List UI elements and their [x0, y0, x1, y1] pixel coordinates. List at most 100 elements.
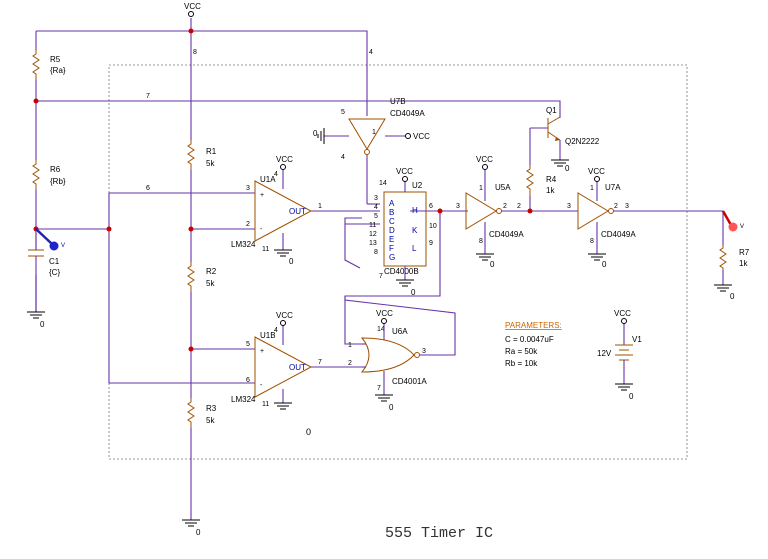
opamp-u1a: U1A LM324 OUT 3 2 4 11 + - VCC 0: [231, 155, 313, 266]
svg-text:8: 8: [479, 238, 483, 245]
svg-text:5: 5: [246, 341, 250, 348]
opamp-u1b: U1B LM324 OUT 5 6 4 11 + - VCC: [231, 311, 313, 410]
svg-text:VCC: VCC: [276, 155, 293, 164]
svg-text:2: 2: [614, 203, 618, 210]
voltage-probe-icon: V: [721, 210, 744, 232]
subcircuit-boundary: [108, 64, 688, 460]
svg-text:F: F: [389, 244, 394, 253]
svg-text:CD4001A: CD4001A: [392, 377, 427, 386]
svg-text:1: 1: [590, 185, 594, 192]
resistor-r7: R7 1k: [719, 245, 750, 270]
inverter-u7b: U7B CD4049A 5 1 4 VCC 0: [313, 97, 430, 161]
svg-text:G: G: [389, 253, 395, 262]
svg-text:11: 11: [262, 246, 269, 253]
svg-text:7: 7: [377, 385, 381, 392]
svg-text:C: C: [389, 217, 395, 226]
svg-text:7: 7: [379, 273, 383, 280]
subcircuit-label: 0: [306, 427, 311, 437]
svg-text:CD4049A: CD4049A: [489, 230, 524, 239]
svg-text:VCC: VCC: [614, 309, 631, 318]
svg-text:+: +: [260, 192, 264, 199]
svg-text:U7B: U7B: [390, 97, 406, 106]
svg-text:U7A: U7A: [605, 183, 621, 192]
svg-text:V1: V1: [632, 335, 642, 344]
diagram-title: 555 Timer IC: [385, 525, 493, 542]
svg-text:4: 4: [274, 171, 278, 178]
resistor-r3: R3 5k: [187, 398, 217, 428]
svg-text:R2: R2: [206, 267, 217, 276]
svg-text:0: 0: [602, 260, 607, 269]
resistor-r4: R4 1k: [526, 165, 557, 196]
svg-text:5k: 5k: [206, 159, 215, 168]
flipflop-u2: U2 CD4000B A B C D E F G H K L 3 4 5 11 …: [369, 167, 437, 297]
svg-text:8: 8: [590, 238, 594, 245]
svg-text:OUT: OUT: [289, 363, 306, 372]
svg-text:1k: 1k: [546, 186, 555, 195]
svg-text:5k: 5k: [206, 416, 215, 425]
ground-icon: 0: [182, 519, 201, 537]
resistor-r1: R1 5k: [187, 140, 217, 170]
svg-text:U1A: U1A: [260, 175, 276, 184]
capacitor-c1: C1 {C}: [28, 229, 60, 312]
svg-text:3: 3: [374, 195, 378, 202]
svg-text:R4: R4: [546, 175, 557, 184]
svg-text:1k: 1k: [739, 259, 748, 268]
svg-text:U1B: U1B: [260, 331, 276, 340]
svg-text:11: 11: [369, 222, 376, 229]
svg-text:4: 4: [274, 327, 278, 334]
svg-text:V: V: [61, 243, 65, 249]
vcc-top: VCC: [184, 2, 201, 17]
net-label: 4: [369, 49, 373, 56]
svg-text:LM324: LM324: [231, 240, 256, 249]
voltage-source-v1: VCC V1 12V 0: [597, 309, 642, 401]
svg-text:12: 12: [369, 231, 377, 238]
svg-text:5: 5: [341, 109, 345, 116]
svg-text:12V: 12V: [597, 349, 612, 358]
svg-text:LM324: LM324: [231, 395, 256, 404]
svg-text:13: 13: [369, 240, 377, 247]
svg-text:C1: C1: [49, 257, 60, 266]
svg-text:3: 3: [456, 203, 460, 210]
nor-gate-u6a: U6A CD4001A 1 2 3 14 7 VCC 0: [348, 309, 427, 412]
net-label: 2: [517, 203, 521, 210]
net-label: 1: [318, 203, 322, 210]
inverter-u7a: U7A CD4049A 3 2 1 8 3 VCC 0: [567, 167, 636, 269]
svg-text:3: 3: [246, 185, 250, 192]
svg-text:VCC: VCC: [276, 311, 293, 320]
net-label: 7: [318, 359, 322, 366]
svg-text:{Rb}: {Rb}: [50, 177, 66, 186]
svg-text:0: 0: [565, 164, 570, 173]
parameters-block: PARAMETERS: C = 0.0047uF Ra = 50k Rb = 1…: [505, 321, 562, 368]
svg-text:10: 10: [429, 223, 437, 230]
voltage-probe-icon: V: [35, 228, 65, 251]
svg-text:E: E: [389, 235, 394, 244]
svg-text:5k: 5k: [206, 279, 215, 288]
svg-text:0: 0: [411, 288, 416, 297]
svg-text:6: 6: [429, 203, 433, 210]
svg-text:Q2N2222: Q2N2222: [565, 137, 600, 146]
ground-icon: 0: [27, 311, 45, 329]
svg-text:D: D: [389, 226, 395, 235]
resistor-r6: R6 {Rb}: [32, 160, 66, 190]
svg-text:VCC: VCC: [184, 2, 201, 11]
svg-text:CD4049A: CD4049A: [390, 109, 425, 118]
svg-text:K: K: [412, 226, 418, 235]
svg-text:0: 0: [40, 320, 45, 329]
transistor-q1: Q1 Q2N2222 0: [546, 106, 600, 173]
svg-text:H: H: [412, 206, 418, 215]
svg-text:PARAMETERS:: PARAMETERS:: [505, 321, 562, 330]
svg-text:1: 1: [479, 185, 483, 192]
svg-text:2: 2: [348, 360, 352, 367]
svg-text:-: -: [260, 226, 263, 233]
svg-text:0: 0: [313, 129, 318, 138]
svg-text:0: 0: [490, 260, 495, 269]
svg-text:R3: R3: [206, 404, 217, 413]
svg-text:1: 1: [348, 342, 352, 349]
svg-text:8: 8: [374, 249, 378, 256]
net-label: 7: [146, 93, 150, 100]
svg-text:VCC: VCC: [413, 132, 430, 141]
svg-text:R5: R5: [50, 55, 61, 64]
svg-text:{C}: {C}: [49, 268, 60, 277]
svg-text:0: 0: [629, 392, 634, 401]
resistor-r2: R2 5k: [187, 262, 217, 292]
